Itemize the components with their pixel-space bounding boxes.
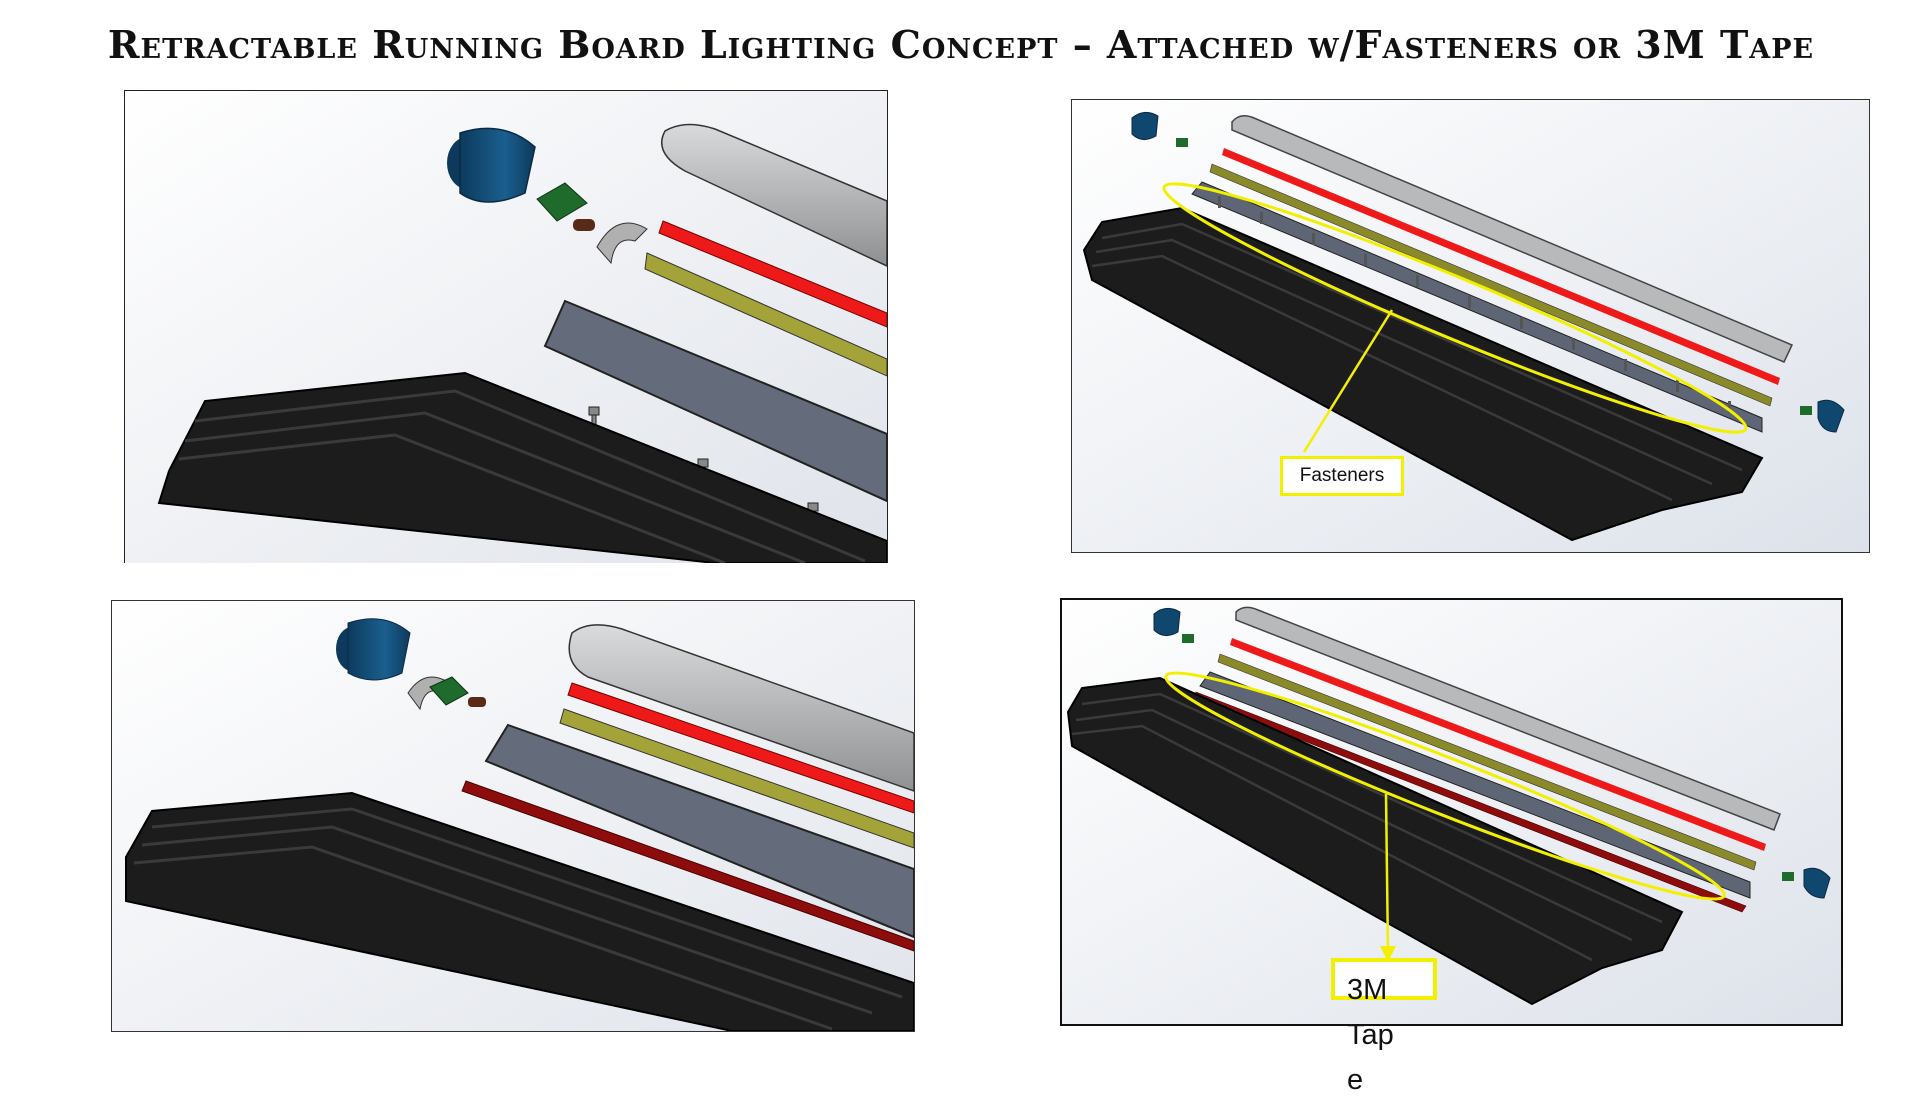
pcb-right: [1800, 406, 1812, 415]
lens-cover: [1235, 606, 1781, 831]
housing-channel: [1191, 181, 1763, 433]
fasteners-highlight-ellipse: [1162, 182, 1748, 434]
lens-cover: [1231, 115, 1794, 363]
panel-closeup-fasteners: [124, 90, 888, 563]
fasteners-callout-label: Fasteners: [1280, 456, 1404, 496]
tape-arrowhead: [1380, 946, 1396, 962]
exploded-view-closeup-tape: [112, 601, 914, 1031]
connector: [468, 697, 486, 707]
pcb-right: [1782, 872, 1794, 881]
adhesive-tape: [461, 780, 914, 952]
tape-leader-line: [1384, 793, 1390, 955]
housing-channel: [543, 299, 887, 503]
running-board: [157, 371, 887, 563]
pcb-board: [429, 676, 469, 706]
panel-assembly-tape: [1060, 598, 1843, 1026]
led-strip: [1230, 638, 1766, 851]
slide-title: Retractable Running Board Lighting Conce…: [107, 22, 1815, 67]
board-ribs: [1091, 222, 1743, 502]
running-board: [1082, 206, 1764, 542]
led-channel: [559, 708, 914, 849]
pcb-left: [1176, 138, 1188, 147]
led-strip: [658, 220, 887, 328]
connector: [573, 219, 595, 231]
pcb-left: [1182, 634, 1194, 643]
housing-channel: [484, 723, 914, 939]
exploded-view-assembly-fasteners: [1072, 100, 1869, 552]
end-cap-left: [1131, 112, 1159, 140]
lens-cover: [568, 624, 914, 792]
housing-channel: [1199, 671, 1751, 899]
end-cap: [336, 618, 411, 681]
pcb-board: [536, 182, 588, 222]
tape-highlight-ellipse: [1164, 671, 1726, 901]
end-cap-right: [1817, 399, 1845, 433]
grommet: [596, 222, 648, 265]
led-strip: [1222, 148, 1780, 385]
led-channel: [1209, 163, 1773, 407]
board-ribs: [1071, 692, 1663, 962]
end-cap: [447, 127, 536, 203]
led-channel: [1217, 653, 1757, 871]
running-board: [1066, 676, 1684, 1006]
fastener-pins: [1218, 196, 1731, 413]
board-ribs: [178, 389, 866, 563]
led-strip: [567, 682, 914, 814]
exploded-view-assembly-tape: [1062, 600, 1841, 1024]
fasteners-leader-line: [1302, 309, 1394, 453]
tape-callout-label: 3M Tape: [1347, 974, 1394, 1096]
exploded-view-closeup-fasteners: [125, 91, 887, 563]
led-channel: [644, 252, 887, 377]
end-cap-left: [1153, 608, 1181, 636]
tape-callout-box: [1331, 958, 1437, 1000]
lens-cover: [661, 123, 887, 267]
panel-closeup-tape: [111, 600, 915, 1032]
board-ribs: [133, 807, 903, 1031]
end-cap-right: [1803, 867, 1831, 899]
panel-assembly-fasteners: [1071, 99, 1870, 553]
running-board: [125, 791, 914, 1031]
